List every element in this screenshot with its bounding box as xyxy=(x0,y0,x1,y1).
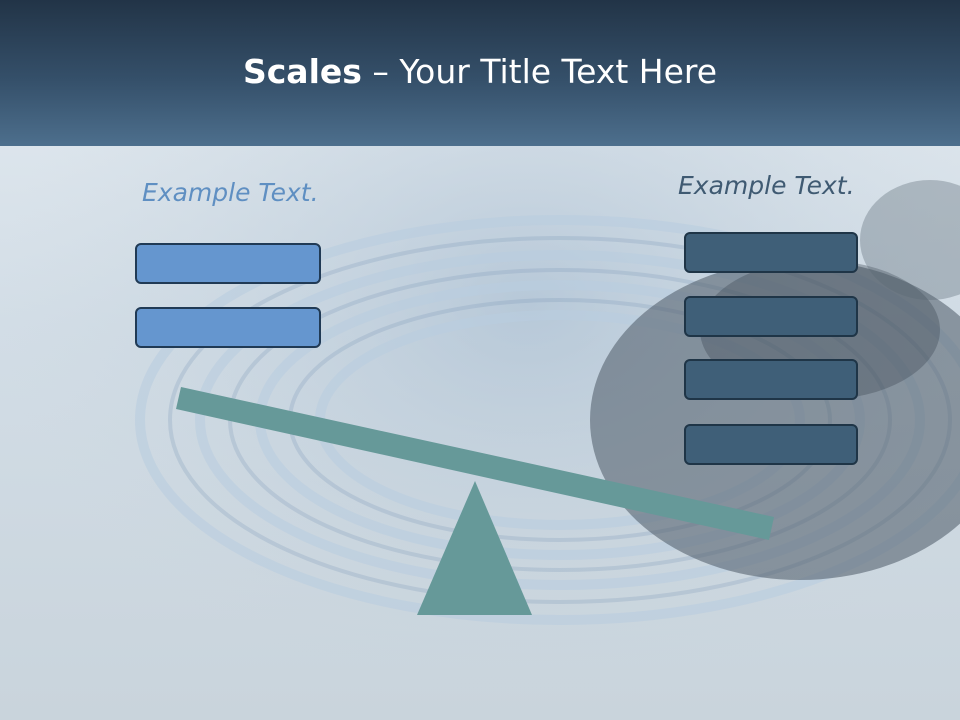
right-box xyxy=(684,359,858,400)
scale-fulcrum xyxy=(417,481,532,615)
right-box xyxy=(684,232,858,273)
right-box xyxy=(684,296,858,337)
scale-beam xyxy=(176,387,774,540)
left-label: Example Text. xyxy=(142,178,319,207)
right-label: Example Text. xyxy=(678,171,855,200)
title-bold: Scales xyxy=(242,52,362,91)
slide-title: Scales – Your Title Text Here xyxy=(0,52,960,91)
title-bar xyxy=(0,0,960,146)
left-box xyxy=(135,243,321,284)
right-box xyxy=(684,424,858,465)
title-rest: – Your Title Text Here xyxy=(361,52,718,91)
left-box xyxy=(135,307,321,348)
